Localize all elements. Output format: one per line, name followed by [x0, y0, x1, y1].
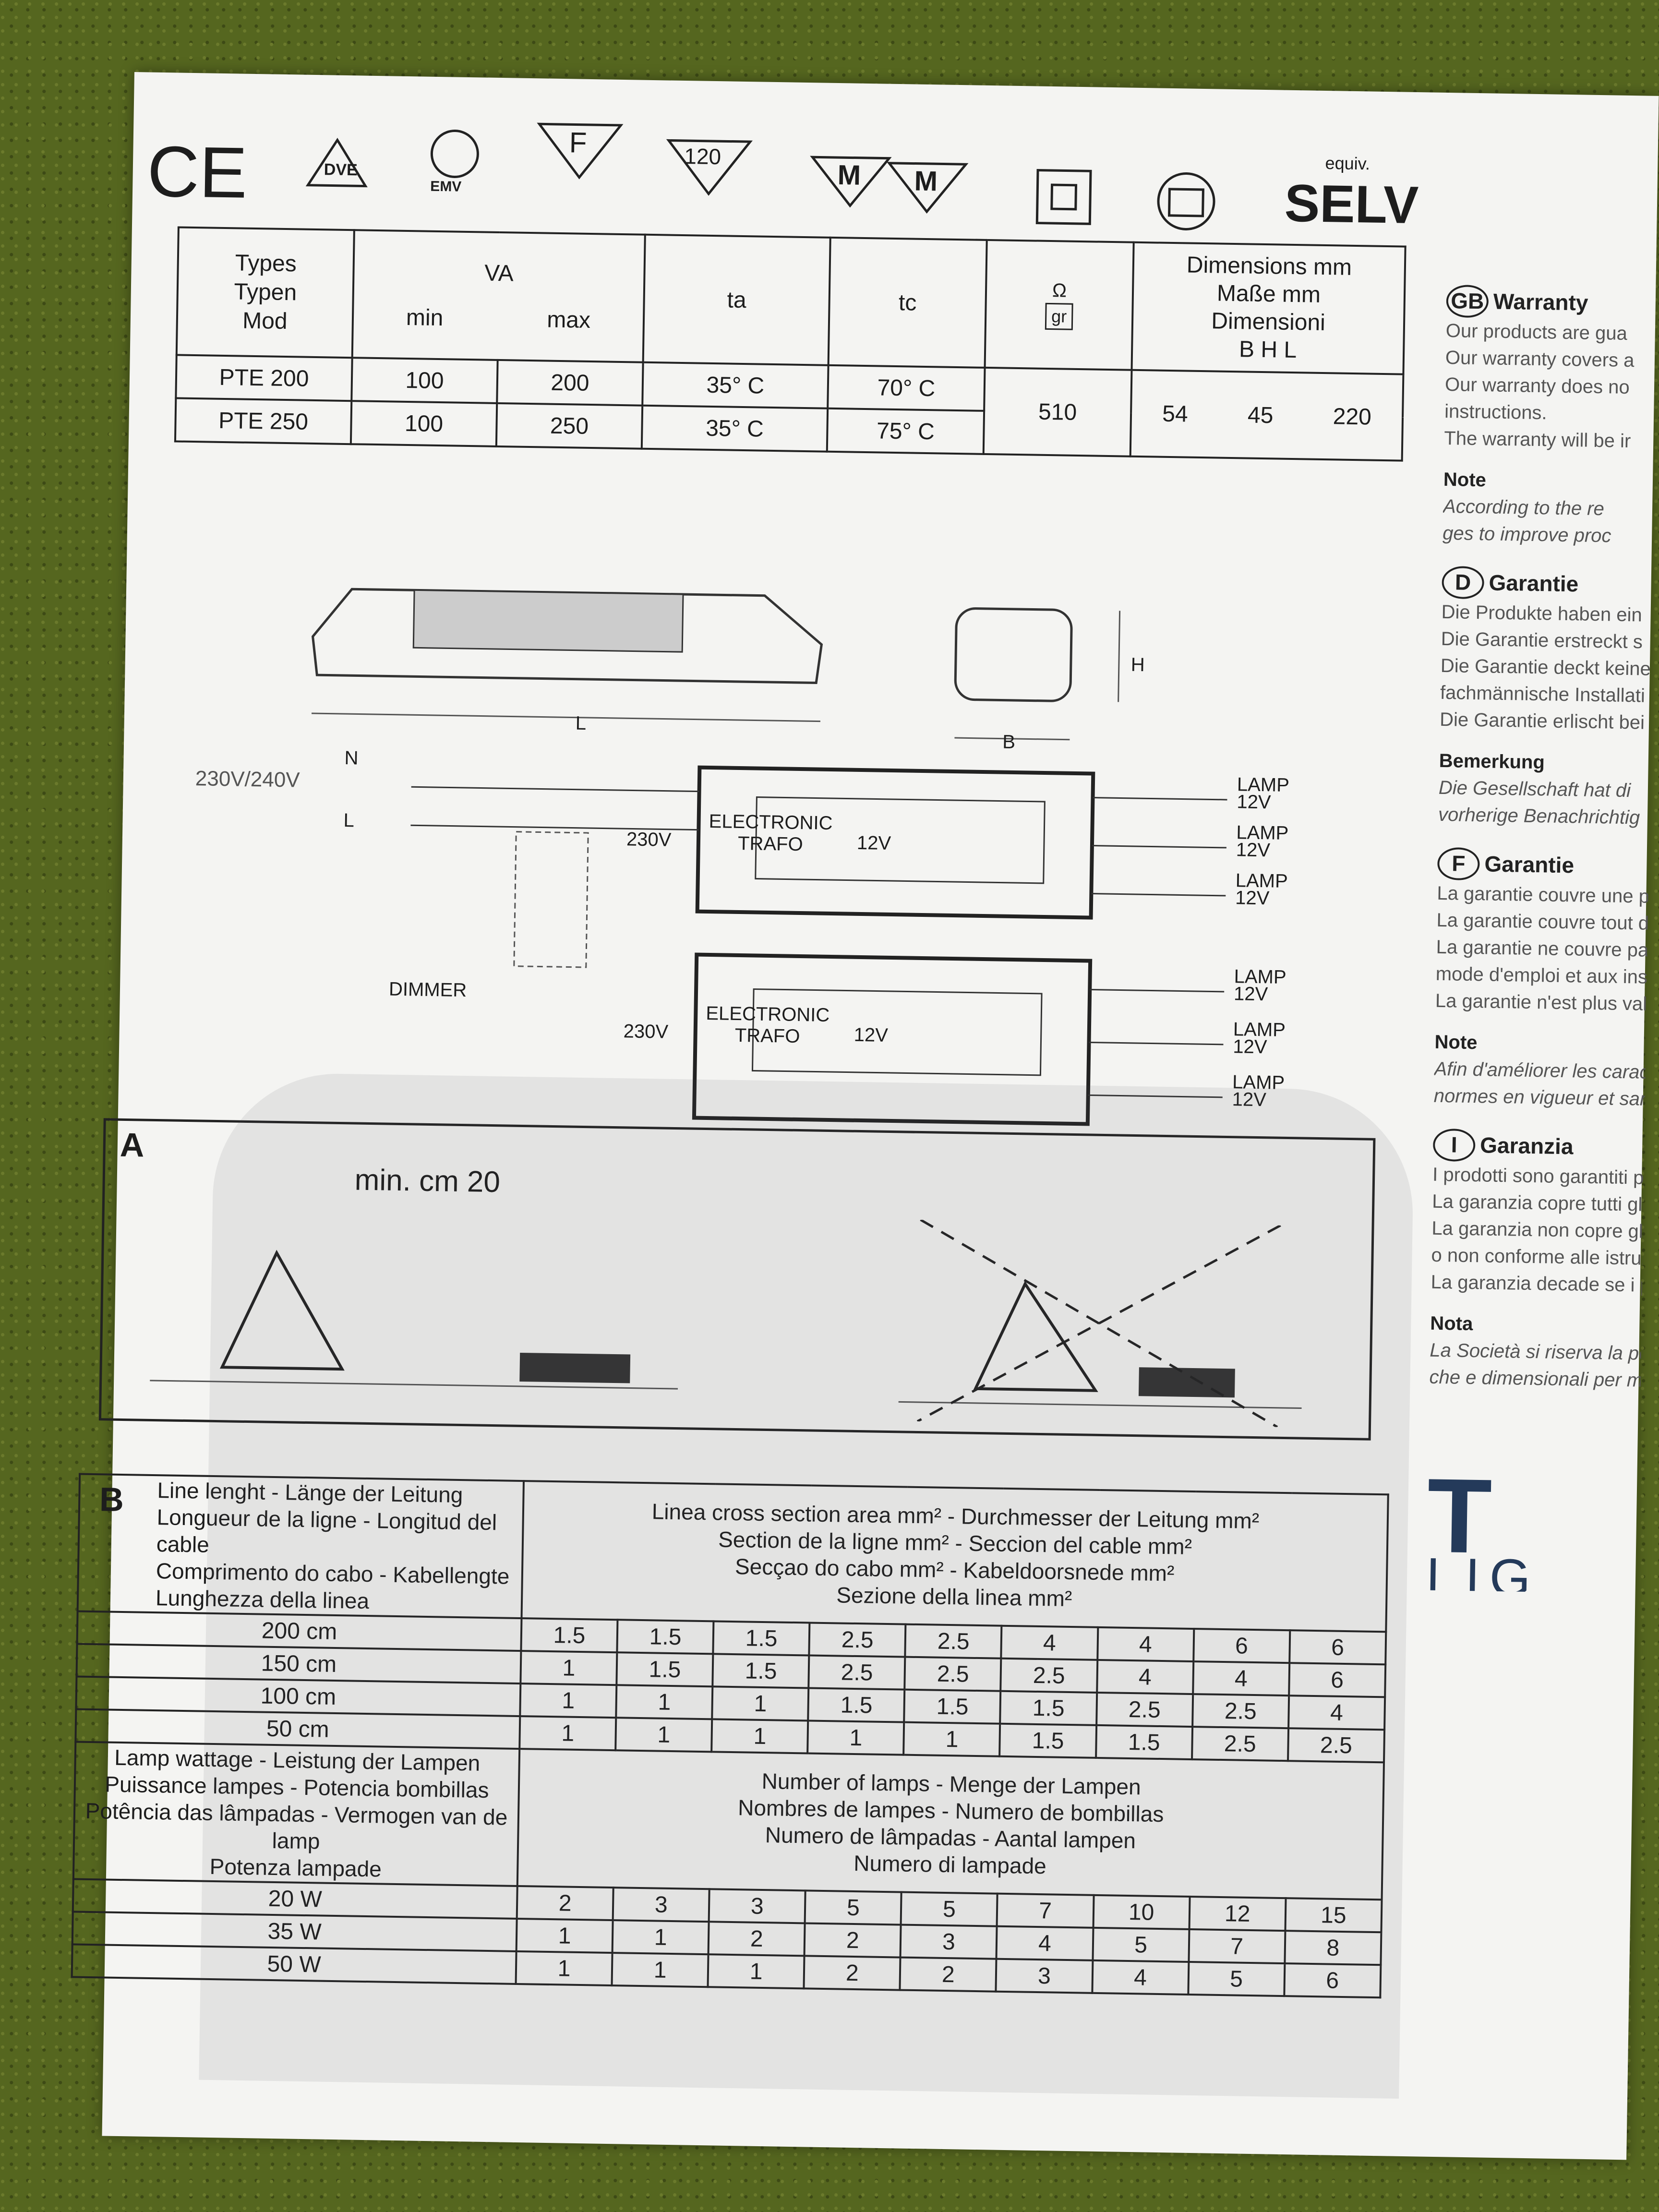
m-mark-2-icon: M	[886, 161, 969, 215]
dimmer-label: DIMMER	[388, 978, 467, 1001]
selv-mark: equiv. SELV	[1284, 153, 1419, 235]
weight-header: Ω gr	[985, 240, 1134, 370]
dimension-b-label: B	[1002, 731, 1016, 753]
lamp-label: LAMP 12V	[1235, 870, 1288, 909]
header-min: min	[406, 304, 444, 331]
header-mod: Mod	[242, 308, 288, 335]
header-bhl: B H L	[1238, 337, 1297, 363]
header-ta: ta	[643, 234, 830, 365]
header-types: Types	[235, 250, 297, 277]
photo-shadow	[199, 1071, 1415, 2099]
trafo-2-title: ELECTRONIC TRAFO	[706, 1002, 830, 1047]
m-mark-1-icon: M	[809, 155, 892, 209]
neutral-label: N	[344, 747, 359, 769]
dimension-h-label: H	[1130, 654, 1145, 676]
box-a-letter: A	[120, 1126, 145, 1164]
ce-mark-icon: CE	[146, 131, 248, 213]
transformer-dimension-drawing	[311, 588, 1121, 741]
header-typen: Typen	[234, 279, 297, 306]
installation-box-a: A min. cm 20	[98, 1118, 1376, 1441]
header-masse-mm: Maße mm	[1216, 280, 1321, 308]
header-max: max	[546, 307, 591, 333]
trafo-1-title: ELECTRONIC TRAFO	[709, 810, 833, 855]
lamp-label: LAMP 12V	[1233, 1019, 1286, 1058]
header-gr: gr	[1045, 302, 1073, 330]
trafo-1-output-label: 12V	[856, 832, 891, 854]
temp-120-mark-icon: 120	[665, 138, 753, 197]
lamp-label: LAMP 12V	[1236, 822, 1288, 861]
line-label: L	[343, 810, 355, 831]
emv-mark-icon: EMV	[425, 125, 484, 203]
header-tc: tc	[828, 237, 987, 368]
header-dimensions-mm: Dimensions mm	[1186, 252, 1352, 280]
class-ii-mark-icon	[1034, 168, 1093, 227]
ohm-icon: Ω	[1052, 280, 1067, 301]
instruction-sheet: CE DVE EMV F 120 M M equiv. SELV Types	[72, 72, 1659, 2160]
brand-logo-subtext: LIG	[1426, 1547, 1541, 1594]
trafo-2-input-label: 230V	[623, 1021, 669, 1043]
dimension-l-label: L	[575, 712, 587, 734]
wiring-diagram	[410, 765, 1227, 1126]
independent-ballast-icon	[1154, 169, 1218, 233]
trafo-2-output-label: 12V	[854, 1024, 889, 1046]
box-b-letter: B	[99, 1480, 124, 1519]
header-va: VA	[484, 260, 514, 287]
lamp-label: LAMP 12V	[1237, 774, 1289, 813]
vde-mark-icon: DVE	[305, 137, 369, 191]
mains-voltage-label: 230V/240V	[195, 767, 301, 792]
lamp-label: LAMP 12V	[1233, 966, 1286, 1005]
f-mark-icon: F	[536, 121, 624, 180]
trafo-1-input-label: 230V	[626, 829, 672, 851]
header-dimensioni: Dimensioni	[1211, 308, 1326, 336]
spec-table: Types Typen Mod VA min max ta tc Ω gr Di…	[174, 226, 1407, 461]
